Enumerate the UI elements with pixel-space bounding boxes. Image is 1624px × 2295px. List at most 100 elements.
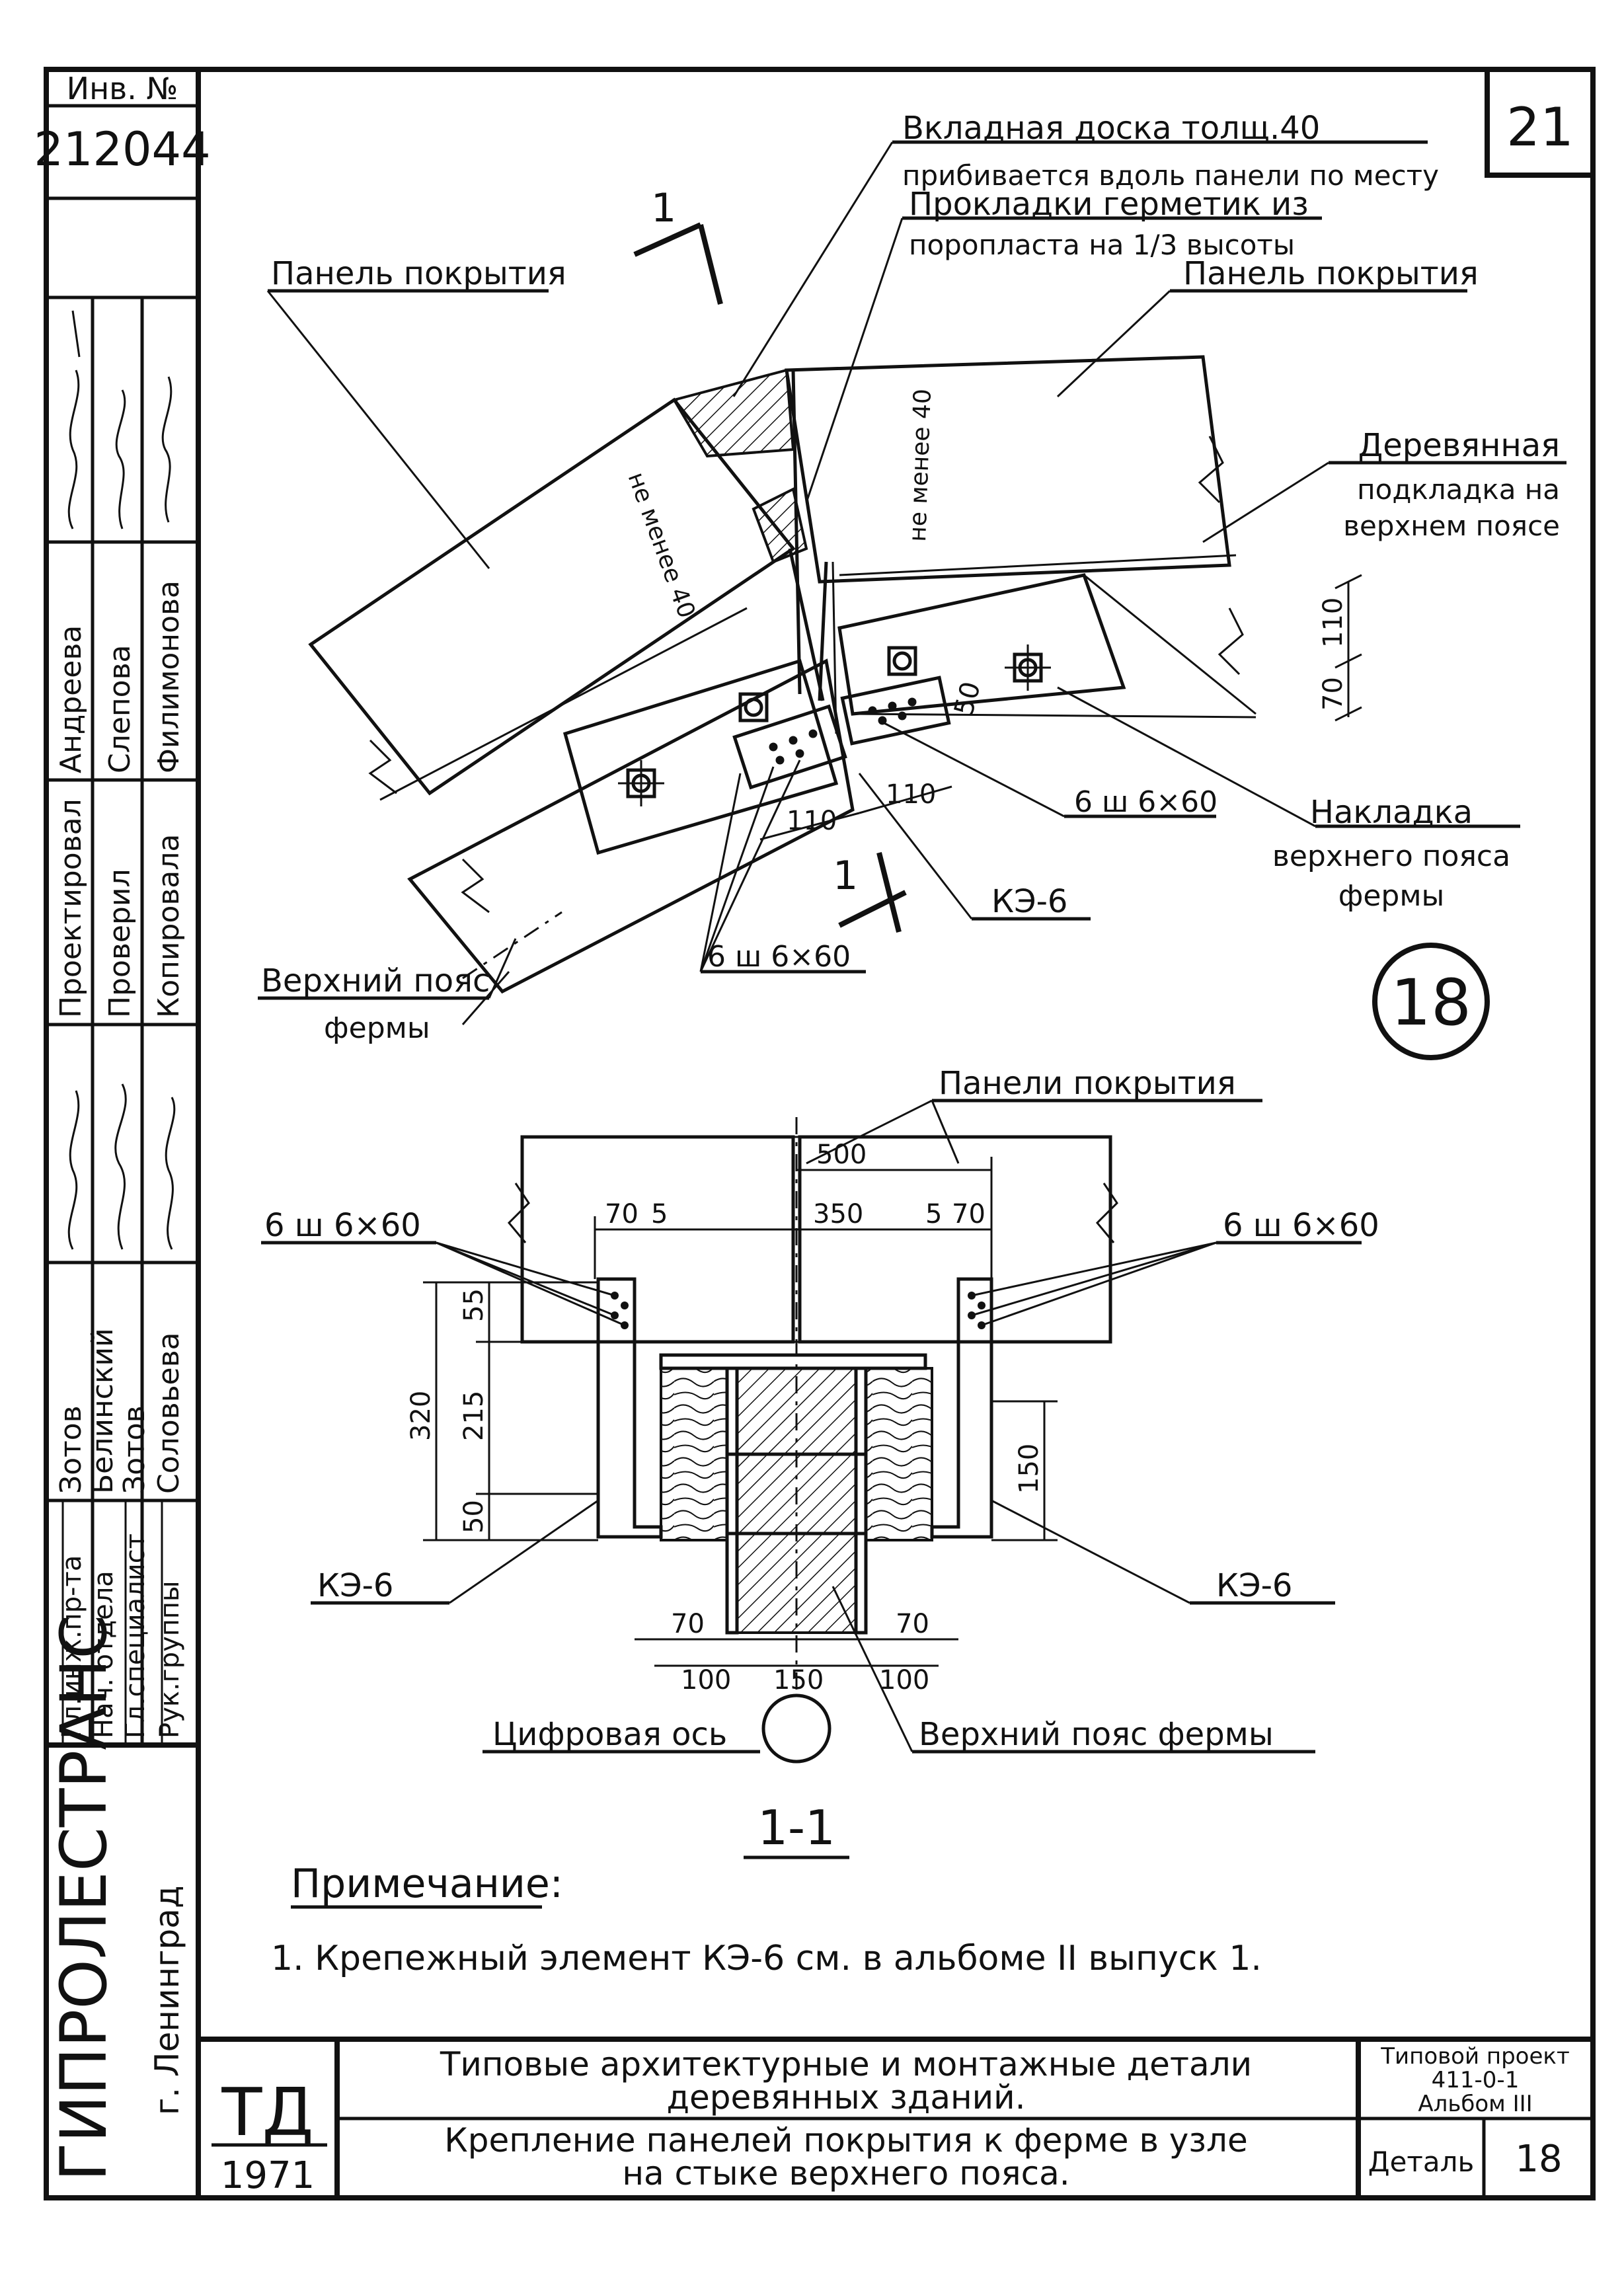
label-axis: Цифровая ось [492,1716,727,1753]
chief-name-4: Соловьева [152,1332,186,1494]
label-overlay-3: фермы [1338,879,1445,913]
label-ke-left: КЭ-6 [317,1567,393,1604]
dim-500: 500 [816,1140,867,1170]
sealant-gasket [752,487,808,564]
project-line-3: Альбом III [1418,2091,1532,2117]
dim-110-left: 110 [787,806,837,836]
role-copied: Копировала [152,834,186,1018]
role-checked: Проверил [103,869,137,1018]
inventory-label: Инв. № [67,71,178,106]
dim-70c: 70 [671,1609,705,1639]
dim-50: 50 [948,679,987,719]
chief-name-3: Зотов [118,1405,151,1494]
signature-3 [161,376,173,523]
dim-55: 55 [459,1288,489,1322]
label-panels: Панели покрытия [939,1065,1236,1102]
dim-215: 215 [459,1391,489,1441]
role-designed: Проектировал [54,798,88,1018]
label-nails-bottom: 6 ш 6×60 [707,940,851,974]
bolt-3 [887,646,917,676]
section-title: 1-1 [757,1800,835,1855]
bolt-2 [738,692,769,722]
chief-name-2: Белинский [86,1328,120,1494]
axis-circle [761,1693,831,1764]
left-stamp: Инв. № 212044 Проектировал Проверил Копи… [34,71,210,2181]
label-sealant-note: поропласта на 1/3 высоты [909,229,1295,261]
timber-pad-right [865,1367,933,1541]
left-overlay-plate [562,658,839,855]
dim-70b: 70 [952,1199,986,1229]
chief-role-2: Нач. отдела [89,1571,119,1738]
label-panel-left: Панель покрытия [271,255,566,292]
svg-text:1: 1 [833,853,858,899]
sheet-number-box: 21 [1485,67,1596,178]
dim-320: 320 [406,1391,436,1441]
note-text: 1. Крепежный элемент КЭ-6 см. в альбоме … [271,1939,1262,1978]
role-name-2: Слепова [103,645,137,774]
timber-pad-left [660,1367,728,1541]
role-name-1: Андреева [54,625,88,773]
title-line-2: деревянных зданий. [666,2078,1025,2117]
project-line-1: Типовой проект [1380,2043,1570,2070]
dim-350: 350 [813,1199,863,1229]
dim-110-vertical: 110 [1318,598,1348,648]
dim-150: 150 [773,1665,824,1695]
label-sealant: Прокладки герметик из [909,186,1309,223]
right-roof-panel [785,355,1231,584]
signature-6 [165,1097,176,1250]
label-min40-right: не менее 40 [904,388,937,542]
label-insert-board: Вкладная доска толщ.40 [902,110,1320,147]
node-detail: 1 1 18 Вкладная доска толщ.40 прибиваетс… [258,110,1566,1060]
label-timber-pad-2: подкладка на [1357,473,1560,506]
role-name-3: Филимонова [152,580,186,773]
dim-110-right: 110 [886,779,936,810]
section-chord-outline [659,1353,927,1370]
insert-board [672,368,795,458]
label-timber-pad-1: Деревянная [1358,427,1560,464]
bolt-1 [618,760,664,806]
label-timber-pad-3: верхнем поясе [1343,510,1560,542]
subtitle-line-2: на стыке верхнего пояса. [622,2154,1069,2193]
label-chord-2: фермы [324,1011,430,1045]
dim-5a: 5 [651,1199,668,1229]
chief-role-4: Рук.группы [155,1580,185,1738]
dim-100a: 100 [681,1665,731,1695]
label-insert-board-note: прибивается вдоль панели по месту [902,159,1439,192]
detail-number: 18 [1515,2138,1562,2181]
signature-4 [67,1090,80,1250]
label-nails-right: 6 ш 6×60 [1074,785,1218,819]
label-nails-right-section: 6 ш 6×60 [1223,1207,1379,1244]
label-chord-1: Верхний пояс [261,962,490,999]
label-ke-right: КЭ-6 [1216,1567,1292,1604]
label-ke: КЭ-6 [991,883,1067,920]
left-roof-panel [308,397,796,796]
label-min40-left: не менее 40 [623,469,701,622]
title-block: ТД 1971 Типовые архитектурные и монтажны… [198,2037,1593,2198]
left-top-chord [407,658,855,994]
title-line-1: Типовые архитектурные и монтажные детали [440,2045,1252,2083]
ke6-plate-left [732,704,847,790]
svg-text:18: 18 [1391,966,1471,1040]
section-cut-top: 1 [633,185,723,305]
subtitle-line-1: Крепление панелей покрытия к ферме в узл… [444,2121,1247,2159]
label-chord-section: Верхний пояс фермы [919,1716,1274,1753]
dim-70-vertical: 70 [1318,677,1348,711]
dim-50: 50 [459,1500,489,1534]
label-overlay-2: верхнего пояса [1272,839,1510,873]
label-panel-right: Панель покрытия [1183,255,1479,292]
dim-100b: 100 [879,1665,929,1695]
sheet-number: 21 [1506,97,1574,158]
city: г. Ленинград [148,1885,186,2115]
note: Примечание: 1. Крепежный элемент КЭ-6 см… [271,1861,1262,1978]
chief-name-1: Зотов [54,1405,88,1494]
signature-5 [114,1083,127,1250]
svg-text:1: 1 [651,185,676,231]
detail-circle: 18 [1372,943,1490,1060]
detail-label: Деталь [1368,2146,1474,2178]
section-cut-bottom: 1 [833,852,907,933]
inventory-number: 212044 [34,122,210,176]
dim-70a: 70 [605,1199,638,1229]
ke6-bracket-left [596,1277,663,1539]
bolt-4 [1005,644,1051,691]
